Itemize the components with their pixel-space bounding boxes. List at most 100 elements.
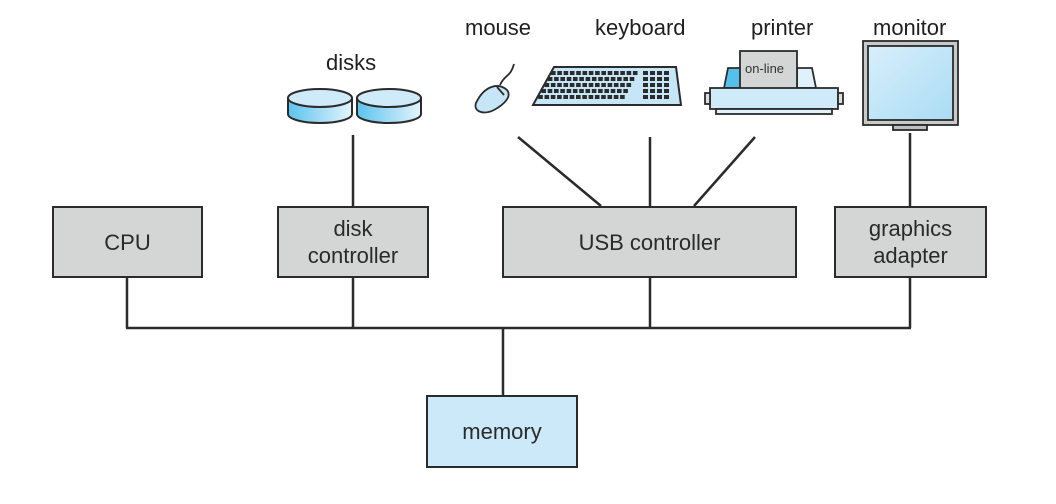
keyboard-key [617, 77, 622, 81]
keyboard-key [664, 95, 669, 99]
keyboard-label: keyboard [595, 15, 686, 40]
mouse-icon [474, 63, 515, 114]
disk-controller-box: disk controller [277, 206, 429, 278]
keyboard-key [598, 89, 603, 93]
keyboard-key [613, 83, 619, 87]
keyboard-key [579, 77, 584, 81]
cpu-box: CPU [52, 206, 203, 278]
keyboard-key [643, 71, 648, 75]
keyboard-key [664, 83, 669, 87]
keyboard-key [566, 77, 572, 81]
keyboard-key [650, 95, 655, 99]
keyboard-key [554, 89, 559, 93]
keyboard-key [657, 71, 662, 75]
keyboard-key [569, 83, 575, 87]
keyboard-key [632, 71, 638, 75]
keyboard-key [591, 77, 597, 81]
keyboard-key [588, 71, 594, 75]
keyboard-key [657, 77, 662, 81]
printer-icon [704, 50, 844, 115]
keyboard-key [650, 77, 655, 81]
keyboard-key [560, 77, 565, 81]
mouse-line [517, 136, 602, 207]
keyboard-key [576, 83, 581, 87]
keyboard-key [664, 71, 669, 75]
keyboard-key [595, 71, 600, 75]
keyboard-key [604, 77, 610, 81]
keyboard-key [601, 71, 606, 75]
keyboard-key [560, 89, 565, 93]
disk-icon [356, 88, 422, 124]
keyboard-key [601, 95, 606, 99]
keyboard-key [550, 95, 556, 99]
keyboard-key [623, 77, 628, 81]
keyboard-key [613, 95, 619, 99]
keyboard-key [607, 83, 613, 87]
disk-icon [287, 88, 353, 124]
keyboard-key [563, 83, 569, 87]
keyboard-key [582, 95, 587, 99]
monitor-icon [862, 40, 959, 131]
keyboard-key [547, 89, 553, 93]
printer-online-label: on-line [745, 61, 785, 76]
keyboard-key [576, 71, 581, 75]
keyboard-key [579, 89, 584, 93]
keyboard-key [610, 77, 616, 81]
keyboard-key [664, 77, 669, 81]
memory-box: memory [426, 395, 578, 468]
keyboard-key [604, 89, 609, 93]
keyboard-key [620, 95, 625, 99]
keyboard-key [607, 95, 613, 99]
keyboard-key [620, 83, 625, 87]
connection-lines [125, 133, 912, 396]
keyboard-key [554, 77, 559, 81]
graphics-adapter-label: graphics adapter [868, 216, 953, 268]
keyboard-key [563, 95, 568, 99]
keyboard-key [598, 77, 603, 81]
keyboard-key [557, 95, 562, 99]
keyboard-key [544, 83, 550, 87]
keyboard-key [620, 71, 625, 75]
keyboard-key [623, 89, 628, 93]
keyboard-key [544, 95, 550, 99]
keyboard-key [607, 71, 613, 75]
keyboard-key [551, 71, 556, 75]
mouse-label: mouse [465, 15, 532, 40]
disks-label: disks [326, 50, 377, 75]
keyboard-key [643, 77, 648, 81]
keyboard-key [643, 89, 648, 93]
keyboard-key [569, 71, 575, 75]
keyboard-key [572, 89, 578, 93]
monitor-label: monitor [873, 15, 947, 40]
keyboard-key [576, 95, 581, 99]
keyboard-key [569, 95, 575, 99]
printer-label: printer [751, 15, 814, 40]
keyboard-key [591, 89, 597, 93]
keyboard-key [650, 83, 655, 87]
keyboard-key [664, 89, 669, 93]
keyboard-key [601, 83, 606, 87]
keyboard-key [594, 95, 600, 99]
keyboard-key [617, 89, 622, 93]
keyboard-key [629, 77, 635, 81]
keyboard-key [541, 89, 546, 93]
keyboard-key [585, 89, 591, 93]
keyboard-icon [531, 66, 683, 106]
keyboard-key [650, 89, 655, 93]
keyboard-key [626, 71, 632, 75]
keyboard-key [550, 83, 556, 87]
keyboard-key [566, 89, 572, 93]
keyboard-key [610, 89, 616, 93]
keyboard-key [643, 83, 648, 87]
keyboard-key [650, 71, 655, 75]
keyboard-key [657, 95, 662, 99]
keyboard-key [643, 95, 648, 99]
keyboard-key [547, 77, 553, 81]
keyboard-key [573, 77, 578, 81]
disk-controller-label: disk controller [307, 216, 399, 268]
keyboard-key [557, 71, 562, 75]
printer-line [693, 136, 756, 207]
keyboard-key [657, 89, 662, 93]
